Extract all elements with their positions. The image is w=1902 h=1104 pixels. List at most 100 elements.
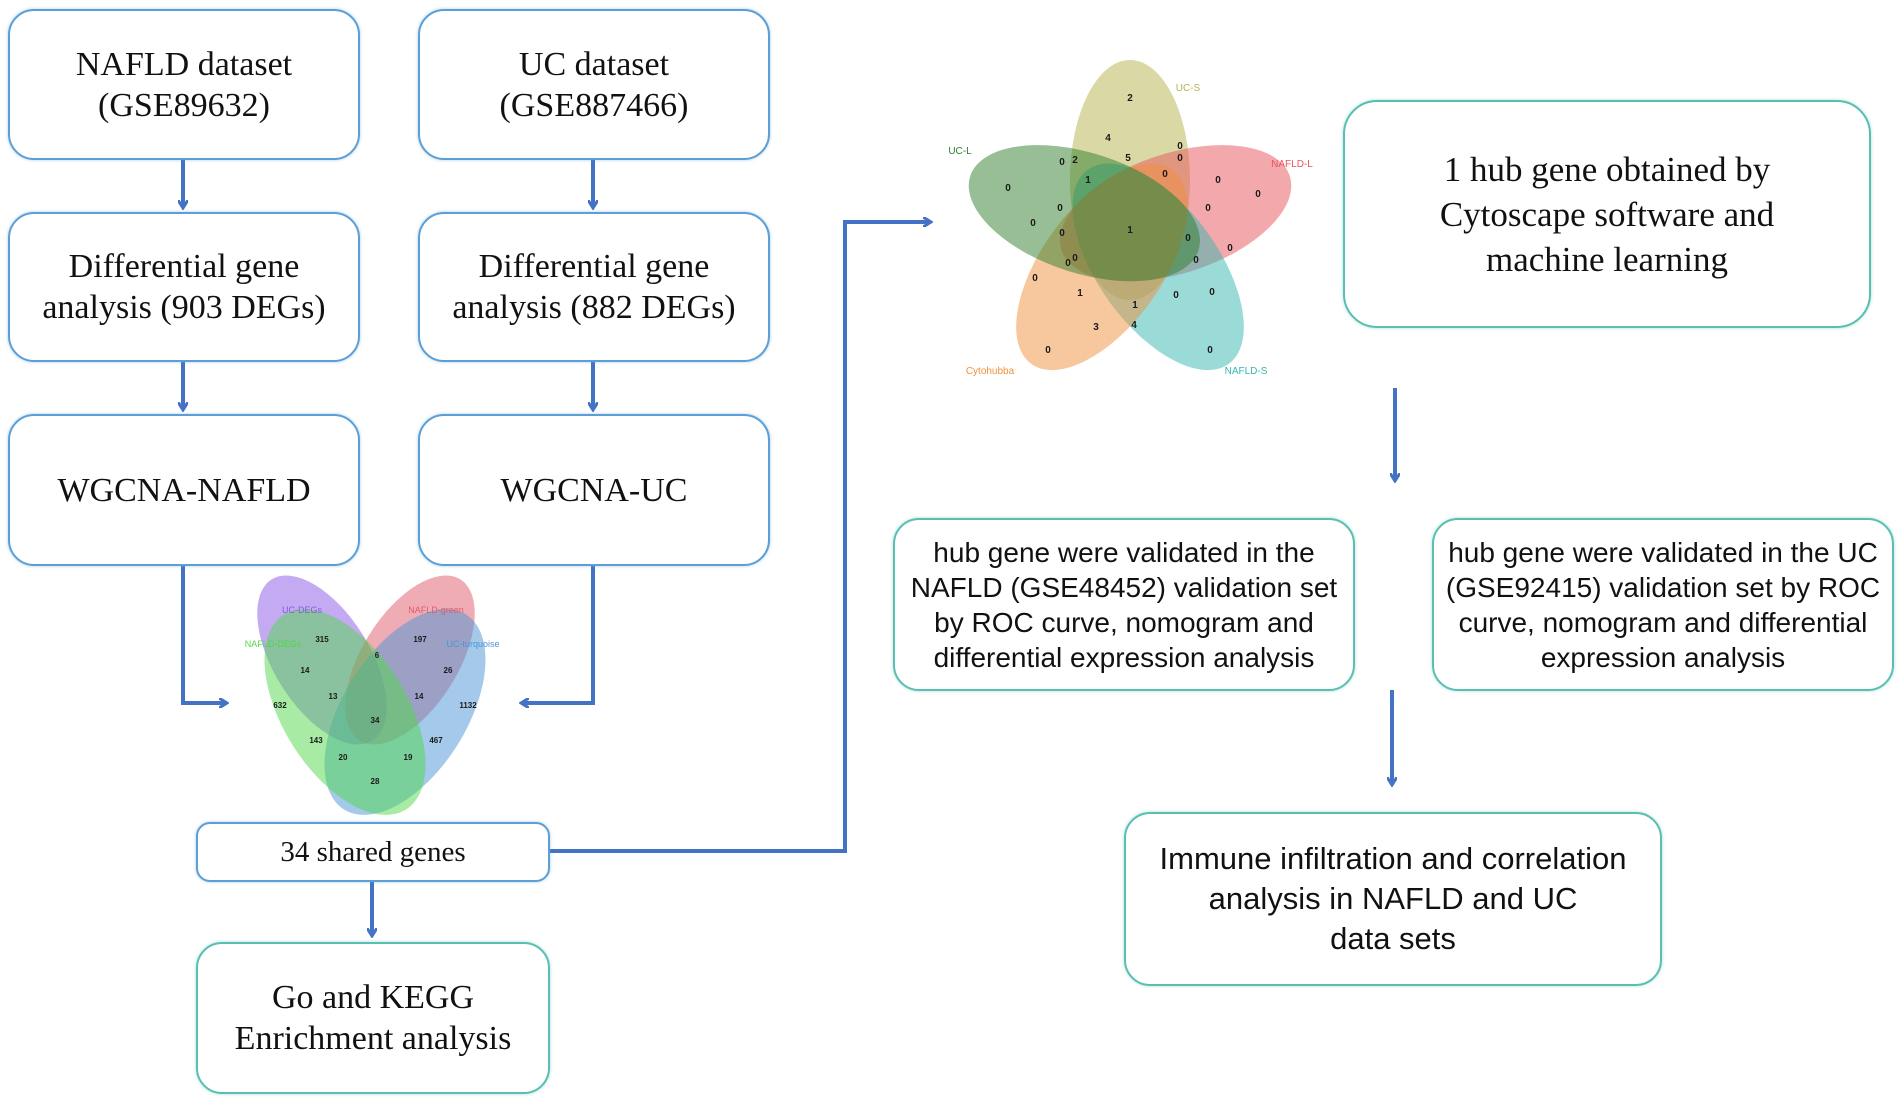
immune-infiltration-box: Immune infiltration and correlation anal… (1124, 812, 1662, 986)
venn5-count: 0 (1209, 287, 1215, 298)
nafld-deg-box: Differential gene analysis (903 DEGs) (8, 212, 360, 362)
venn5-count: 0 (1173, 290, 1179, 301)
box-line: data sets (1330, 921, 1456, 956)
box-line: Differential gene (68, 248, 300, 285)
validate-nafld-box: hub gene were validated in the NAFLD (GS… (893, 518, 1355, 691)
box-line: curve, nomogram and differential (1458, 606, 1868, 638)
venn-diagram-five-sets: UC-S NAFLD-L UC-L Cytohubba NAFLD-S 2 4 … (948, 60, 1313, 377)
venn5-count: 5 (1125, 153, 1131, 164)
venn4-count: 20 (339, 753, 348, 762)
venn4-label-nafld-degs: NAFLD-DEGs (245, 639, 302, 649)
venn4-set-nafld-degs (264, 609, 426, 815)
shared-genes-box: 34 shared genes (196, 822, 550, 882)
venn5-set-uc-l (968, 145, 1200, 282)
venn4-count: 632 (273, 701, 287, 710)
venn4-count: 467 (429, 736, 443, 745)
venn5-count: 2 (1127, 93, 1133, 104)
box-line: analysis in NAFLD and UC (1208, 881, 1578, 916)
validate-uc-box: hub gene were validated in the UC (GSE92… (1432, 518, 1894, 691)
box-line: NAFLD (GSE48452) validation set (910, 571, 1338, 603)
box-line: (GSE89632) (98, 86, 270, 124)
venn5-count: 0 (1030, 218, 1036, 229)
box-line: WGCNA-UC (500, 471, 688, 509)
venn5-count: 0 (1162, 169, 1168, 180)
box-line: Differential gene (478, 248, 710, 285)
box-line: NAFLD dataset (75, 45, 293, 83)
wgcna-nafld-box: WGCNA-NAFLD (8, 414, 360, 566)
venn5-count: 0 (1059, 228, 1065, 239)
venn5-count: 1 (1132, 300, 1138, 311)
venn5-count: 2 (1072, 155, 1078, 166)
venn5-count: 0 (1207, 345, 1213, 356)
venn5-label-nafld-l: NAFLD-L (1271, 159, 1313, 170)
box-line: analysis (903 DEGs) (42, 289, 326, 326)
venn5-count: 4 (1105, 133, 1111, 144)
venn5-count: 3 (1093, 322, 1099, 333)
venn4-count: 28 (371, 777, 380, 786)
venn5-count: 0 (1045, 345, 1051, 356)
venn5-count: 1 (1085, 175, 1091, 186)
venn5-count: 0 (1193, 255, 1199, 266)
venn4-count: 19 (404, 753, 413, 762)
venn5-label-uc-s: UC-S (1176, 83, 1201, 94)
enrichment-box: Go and KEGG Enrichment analysis (196, 942, 550, 1094)
box-line: Enrichment analysis (234, 1020, 512, 1057)
box-line: by ROC curve, nomogram and (934, 606, 1314, 638)
venn4-label-uc-turquoise: UC-turquoise (446, 639, 499, 649)
venn5-count: 0 (1255, 189, 1261, 200)
arrow-wgcna-nafld-to-venn (181, 565, 226, 703)
box-line: (GSE92415) validation set by ROC (1445, 571, 1881, 603)
venn5-count: 4 (1131, 320, 1137, 331)
box-line: Immune infiltration and correlation (1159, 841, 1627, 876)
box-line: analysis (882 DEGs) (452, 289, 736, 326)
box-line: differential expression analysis (933, 641, 1315, 673)
venn5-count: 0 (1032, 273, 1038, 284)
venn4-label-uc-degs: UC-DEGs (282, 605, 322, 615)
uc-deg-box: Differential gene analysis (882 DEGs) (418, 212, 770, 362)
arrow-shared-to-venn5 (550, 222, 930, 853)
venn5-count: 0 (1072, 253, 1078, 264)
box-line: 1 hub gene obtained by (1443, 149, 1771, 189)
venn5-count: 1 (1077, 288, 1083, 299)
uc-dataset-box: UC dataset (GSE887466) (418, 9, 770, 160)
box-line: 34 shared genes (280, 835, 466, 868)
arrow-wgcna-uc-to-venn (522, 565, 595, 703)
venn4-count: 197 (413, 635, 427, 644)
box-line: machine learning (1486, 239, 1728, 279)
venn4-count: 315 (315, 635, 329, 644)
hub-gene-box: 1 hub gene obtained by Cytoscape softwar… (1343, 100, 1871, 328)
box-line: WGCNA-NAFLD (57, 471, 311, 509)
venn5-count: 0 (1205, 203, 1211, 214)
venn5-label-nafld-s: NAFLD-S (1225, 366, 1268, 377)
venn4-count: 14 (301, 666, 310, 675)
venn5-count: 0 (1215, 175, 1221, 186)
venn5-label-cytohubba: Cytohubba (966, 366, 1015, 377)
venn4-label-nafld-green: NAFLD-green (408, 605, 464, 615)
box-line: Cytoscape software and (1439, 194, 1775, 234)
venn4-count: 14 (415, 692, 424, 701)
venn5-count: 0 (1227, 243, 1233, 254)
venn5-count: 0 (1177, 153, 1183, 164)
venn5-label-uc-l: UC-L (948, 146, 972, 157)
box-line: hub gene were validated in the (933, 536, 1315, 568)
venn5-count: 0 (1005, 183, 1011, 194)
venn-diagram-four-sets: UC-DEGs NAFLD-green UC-turquoise NAFLD-D… (245, 575, 500, 815)
box-line: Go and KEGG (271, 979, 475, 1016)
box-line: (GSE887466) (499, 86, 689, 124)
venn5-count: 0 (1057, 203, 1063, 214)
venn4-count: 1132 (459, 701, 477, 710)
venn5-count: 0 (1177, 141, 1183, 152)
wgcna-uc-box: WGCNA-UC (418, 414, 770, 566)
venn5-count: 0 (1059, 157, 1065, 168)
venn4-count: 143 (309, 736, 323, 745)
nafld-dataset-box: NAFLD dataset (GSE89632) (8, 9, 360, 160)
venn4-count: 6 (375, 651, 380, 660)
box-line: UC dataset (518, 45, 670, 83)
box-line: expression analysis (1540, 641, 1786, 673)
venn5-count: 0 (1185, 233, 1191, 244)
venn4-count: 26 (444, 666, 453, 675)
venn4-count: 34 (371, 716, 380, 725)
box-line: hub gene were validated in the UC (1448, 536, 1878, 568)
